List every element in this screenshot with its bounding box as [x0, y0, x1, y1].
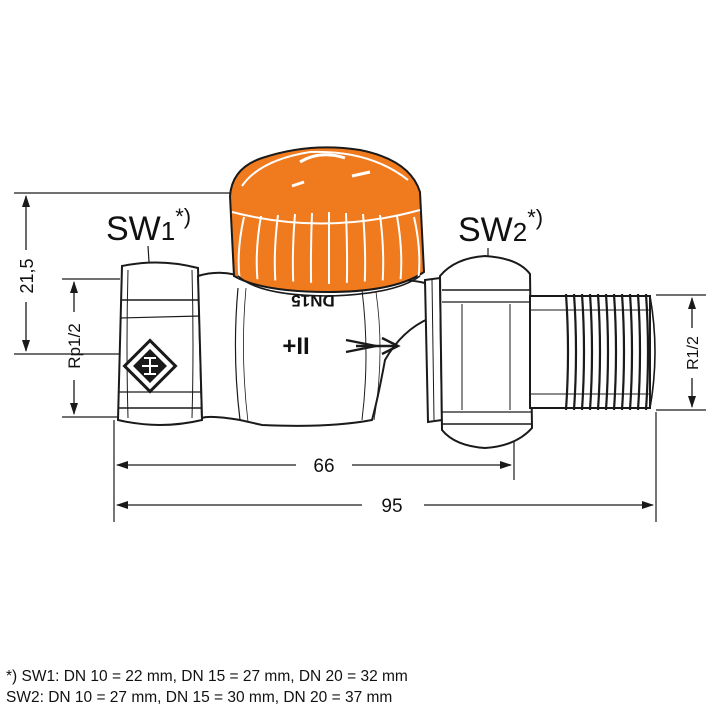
rp-label: Rp1/2: [65, 323, 84, 368]
rp-dimension: Rp1/2: [65, 281, 84, 415]
length-66-label: 66: [313, 456, 334, 477]
length-66-dimension: 66: [116, 456, 512, 477]
r-label: R1/2: [685, 336, 702, 370]
manufacturer-logo: [122, 338, 178, 394]
height-label: 21,5: [17, 258, 37, 293]
symbol-marking: +II: [282, 333, 309, 360]
orange-cap: [228, 146, 426, 294]
footnotes: *) SW1: DN 10 = 22 mm, DN 15 = 27 mm, DN…: [6, 666, 716, 708]
sw2-label: SW2*): [458, 205, 543, 249]
length-95-label: 95: [381, 496, 402, 517]
r-dimension: R1/2: [685, 297, 702, 408]
thread-lines: [564, 293, 650, 411]
length-95-dimension: 95: [116, 496, 654, 517]
footnote-sw2: SW2: DN 10 = 27 mm, DN 15 = 30 mm, DN 20…: [6, 689, 393, 706]
dn-marking: DN15: [291, 291, 334, 310]
height-dimension: 21,5: [17, 195, 37, 352]
flow-arrow-icon: [345, 336, 401, 356]
valve-body: [116, 254, 656, 450]
sw1-label: SW1*): [106, 204, 191, 248]
dimension-lines: [14, 192, 706, 522]
footnote-sw1: *) SW1: DN 10 = 22 mm, DN 15 = 27 mm, DN…: [6, 668, 408, 685]
